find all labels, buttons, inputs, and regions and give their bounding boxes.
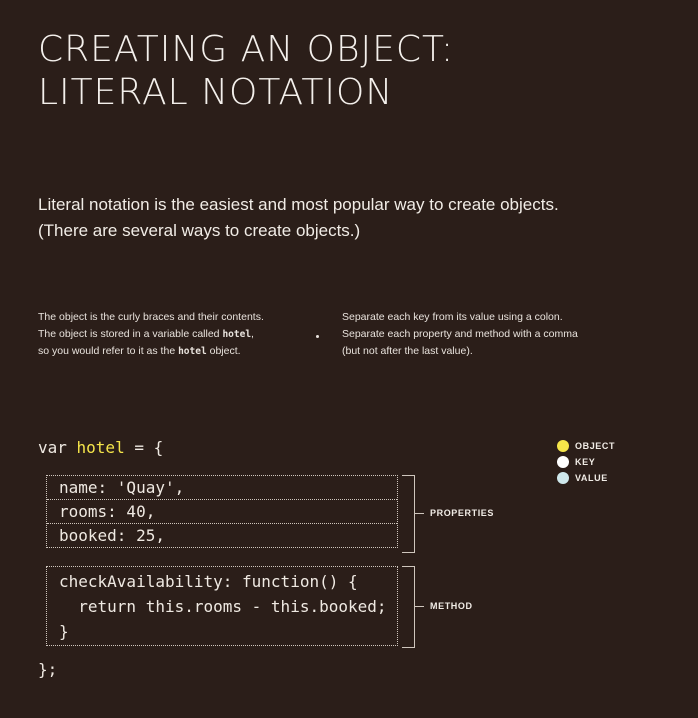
- code-closing: };: [38, 660, 58, 679]
- code-var-name: hotel: [76, 438, 125, 457]
- legend-label-value: VALUE: [575, 473, 608, 483]
- note-left-line-3-suffix: object.: [206, 345, 241, 357]
- method-line-2: return this.rooms - this.booked;: [59, 597, 387, 616]
- note-left-code-hotel-2: hotel: [178, 346, 207, 357]
- note-left-code-hotel-1: hotel: [222, 329, 252, 340]
- note-left: The object is the curly braces and their…: [38, 309, 264, 360]
- properties-bracket: [402, 475, 415, 553]
- code-var-rest: = {: [124, 438, 164, 457]
- property-rooms: rooms: 40,: [47, 500, 397, 524]
- method-bracket: [402, 566, 415, 648]
- legend-item-key: KEY: [557, 454, 615, 470]
- note-right: Separate each key from its value using a…: [342, 309, 578, 360]
- properties-box: name: 'Quay', rooms: 40, booked: 25,: [46, 475, 398, 548]
- legend-label-object: OBJECT: [575, 441, 616, 451]
- note-right-line-3: (but not after the last value).: [342, 345, 473, 357]
- legend-item-value: VALUE: [557, 470, 615, 486]
- properties-label: PROPERTIES: [430, 508, 495, 518]
- note-left-line-2-text: The object is stored in a variable calle…: [38, 328, 223, 340]
- note-right-line-2: Separate each property and method with a…: [342, 328, 578, 340]
- method-label: METHOD: [430, 601, 473, 611]
- method-line-1: checkAvailability: function() {: [59, 572, 358, 591]
- note-left-line-3: so you would refer to it as the hotel ob…: [38, 343, 264, 360]
- legend-dot-object: [557, 440, 569, 452]
- note-left-line-2-suffix: ,: [251, 328, 254, 340]
- note-left-line-3-text: so you would refer to it as the: [38, 345, 179, 357]
- intro-line-2: (There are several ways to create object…: [38, 221, 361, 240]
- note-left-line-1: The object is the curly braces and their…: [38, 311, 264, 323]
- separator-dot: [316, 335, 319, 338]
- title-line-2: LITERAL NOTATION: [38, 72, 394, 113]
- legend-dot-value: [557, 472, 569, 484]
- note-left-line-2: The object is stored in a variable calle…: [38, 326, 264, 343]
- code-var-keyword: var: [38, 438, 77, 457]
- method-box: checkAvailability: function() { return t…: [46, 566, 398, 646]
- property-booked: booked: 25,: [59, 526, 165, 545]
- intro-paragraph: Literal notation is the easiest and most…: [38, 192, 559, 244]
- properties-bracket-tick: [414, 513, 424, 514]
- method-line-3: }: [59, 622, 69, 641]
- color-legend: OBJECT KEY VALUE: [557, 438, 615, 486]
- title-line-1: CREATING AN OBJECT:: [38, 29, 455, 70]
- method-bracket-tick: [414, 606, 424, 607]
- legend-label-key: KEY: [575, 457, 596, 467]
- legend-dot-key: [557, 456, 569, 468]
- intro-line-1: Literal notation is the easiest and most…: [38, 195, 559, 214]
- code-var-declaration: var hotel = {: [38, 438, 163, 457]
- property-name: name: 'Quay',: [47, 476, 397, 500]
- note-right-line-1: Separate each key from its value using a…: [342, 311, 563, 323]
- page-title: CREATING AN OBJECT: LITERAL NOTATION: [38, 28, 454, 114]
- legend-item-object: OBJECT: [557, 438, 615, 454]
